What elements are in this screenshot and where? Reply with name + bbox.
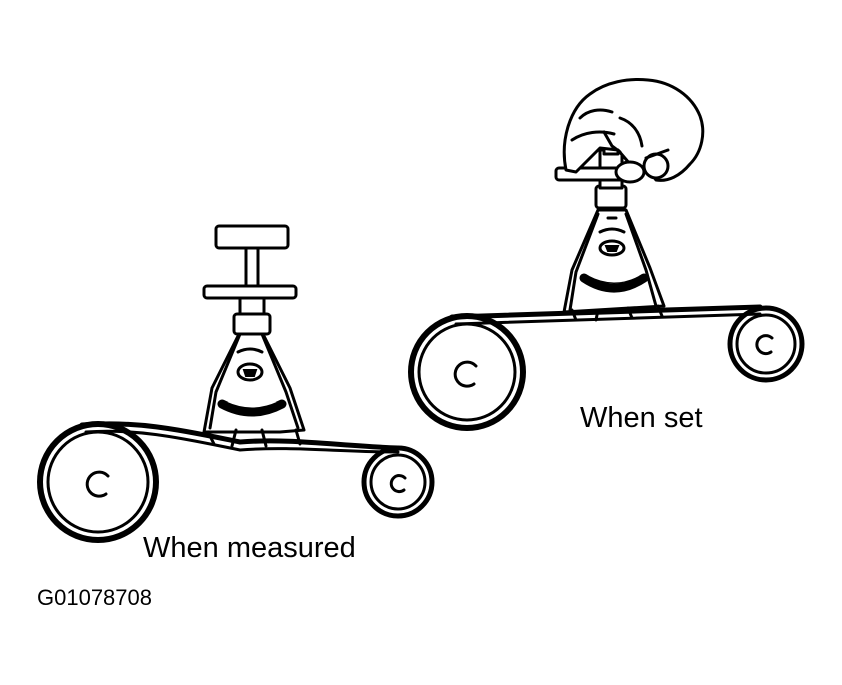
set-gauge-body bbox=[562, 208, 666, 322]
set-belt bbox=[449, 304, 763, 326]
measured-belt bbox=[79, 421, 401, 454]
set-large-pulley bbox=[408, 313, 526, 431]
measured-gauge-body bbox=[202, 330, 306, 448]
set-assembly bbox=[408, 78, 805, 431]
measured-large-pulley bbox=[37, 421, 159, 543]
when-measured-label: When measured bbox=[143, 532, 356, 564]
set-small-pulley bbox=[727, 305, 805, 383]
measured-small-pulley bbox=[361, 445, 435, 519]
when-set-label: When set bbox=[580, 402, 703, 434]
hand-icon bbox=[562, 78, 705, 184]
figure-code-label: G01078708 bbox=[37, 585, 152, 610]
measured-t-handle bbox=[202, 224, 298, 336]
measured-assembly bbox=[37, 224, 435, 543]
